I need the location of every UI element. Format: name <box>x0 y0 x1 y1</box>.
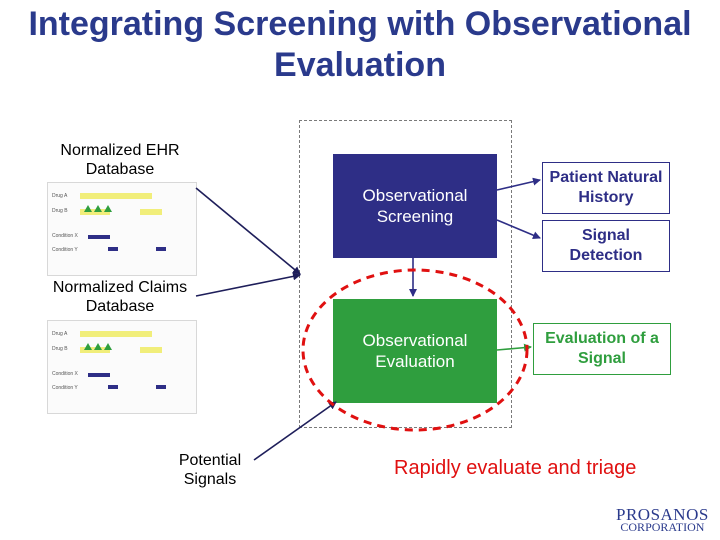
arrow-signals-to-evaluation <box>253 401 337 461</box>
claims-label-line2: Database <box>85 298 155 315</box>
logo-line2: CORPORATION <box>620 520 705 534</box>
arrow-ehr-to-process <box>195 187 301 275</box>
thumb-row-label: Condition X <box>52 371 78 377</box>
thumb-marker-icon <box>104 343 112 350</box>
thumb-bar <box>80 331 152 337</box>
thumb-row-label: Condition X <box>52 233 78 239</box>
thumb-marker-icon <box>84 343 92 350</box>
thumb-marker-icon <box>94 205 102 212</box>
thumb-row-label: Condition Y <box>52 385 78 391</box>
natural-history-line1: Patient Natural <box>549 169 663 186</box>
arrow-evaluation-to-signal <box>496 343 532 352</box>
arrow-screening-to-natural-history <box>496 177 541 191</box>
signal-detection-line2: Detection <box>569 247 643 264</box>
signals-label-line2: Signals <box>183 471 237 488</box>
signals-label-line1: Potential <box>178 452 242 469</box>
observational-evaluation-box: Observational Evaluation <box>333 299 497 403</box>
thumb-bar <box>156 247 166 251</box>
signal-detection-box: Signal Detection <box>542 220 670 272</box>
thumb-bar <box>88 235 110 239</box>
thumb-marker-icon <box>104 205 112 212</box>
claims-database-thumbnail: Drug A Drug B Condition X Condition Y <box>47 320 197 414</box>
claims-database-label: Normalized Claims Database <box>30 278 210 316</box>
thumb-row-label: Drug A <box>52 331 68 337</box>
tagline: Rapidly evaluate and triage <box>394 457 637 479</box>
evaluation-of-signal-box: Evaluation of a Signal <box>533 323 671 375</box>
signal-detection-line1: Signal <box>581 227 630 244</box>
slide-title: Integrating Screening with Observational… <box>0 4 720 86</box>
prosanos-logo: PROSANOS CORPORATION <box>616 505 709 534</box>
patient-natural-history-box: Patient Natural History <box>542 162 670 214</box>
observational-screening-box: Observational Screening <box>333 154 497 258</box>
arrow-screening-to-signal-detection <box>496 219 541 239</box>
thumb-row-label: Drug A <box>52 193 68 199</box>
focus-highlight-ellipse <box>301 268 529 432</box>
ehr-database-thumbnail: Drug A Drug B Condition X Condition Y <box>47 182 197 276</box>
evaluation-line1: Observational <box>362 331 468 350</box>
thumb-row-label: Drug B <box>52 346 68 352</box>
claims-label-line1: Normalized Claims <box>52 279 188 296</box>
thumb-bar <box>140 347 162 353</box>
thumb-bar <box>80 347 110 353</box>
thumb-bar <box>140 209 162 215</box>
evaluation-line2: Evaluation <box>375 352 455 371</box>
thumb-bar <box>88 373 110 377</box>
potential-signals-label: Potential Signals <box>150 451 270 489</box>
signal-eval-line1: Evaluation of a <box>545 330 659 347</box>
screening-line1: Observational <box>362 186 468 205</box>
logo-line1: PROSANOS <box>616 505 709 524</box>
ehr-label-line1: Normalized EHR <box>60 142 180 159</box>
slide-title-line2: Evaluation <box>274 46 446 84</box>
ehr-database-label: Normalized EHR Database <box>40 141 200 179</box>
thumb-bar <box>108 247 118 251</box>
screening-line2: Screening <box>376 207 454 226</box>
thumb-bar <box>80 193 152 199</box>
thumb-bar <box>156 385 166 389</box>
slide-title-line1: Integrating Screening with Observational <box>28 5 692 43</box>
arrow-claims-to-process <box>195 272 301 297</box>
signal-eval-line2: Signal <box>577 350 626 367</box>
thumb-row-label: Condition Y <box>52 247 78 253</box>
thumb-bar <box>80 209 110 215</box>
natural-history-line2: History <box>578 189 634 206</box>
thumb-marker-icon <box>84 205 92 212</box>
thumb-row-label: Drug B <box>52 208 68 214</box>
thumb-marker-icon <box>94 343 102 350</box>
ehr-label-line2: Database <box>85 161 155 178</box>
thumb-bar <box>108 385 118 389</box>
